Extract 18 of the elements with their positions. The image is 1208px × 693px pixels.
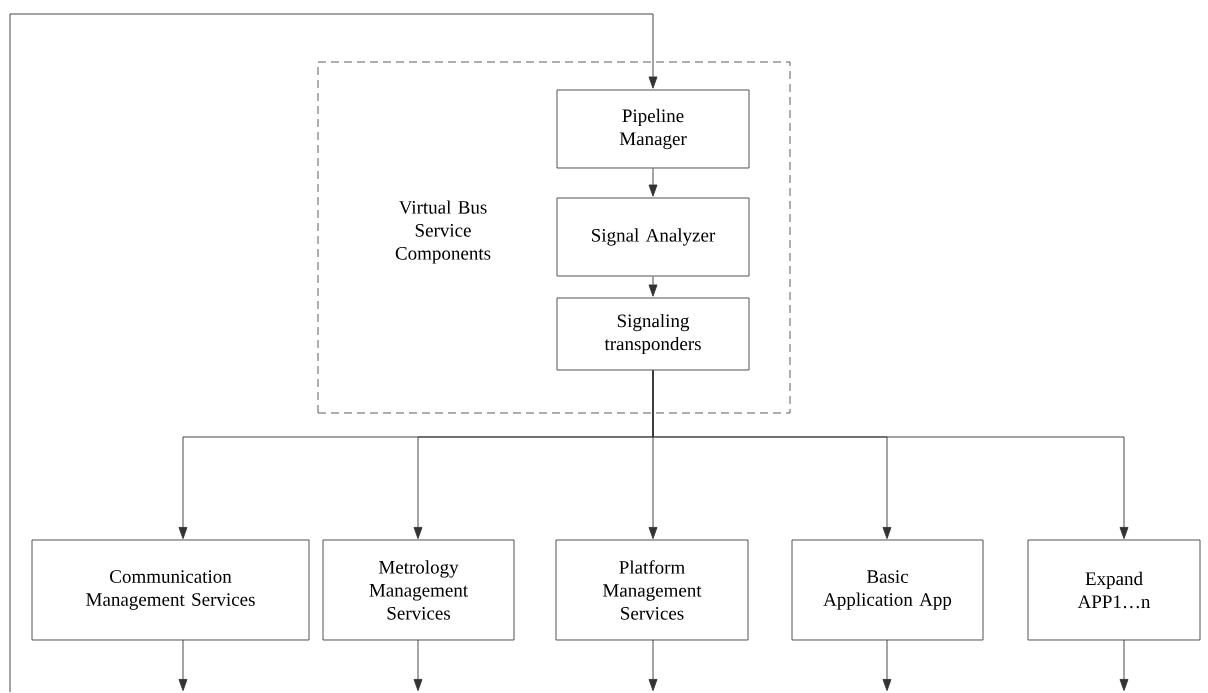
arrow — [1119, 639, 1129, 692]
process-box: Signaling transponders — [556, 297, 750, 371]
process-box: Platform Management Services — [555, 539, 749, 641]
arrow — [882, 639, 892, 692]
arrow — [648, 639, 658, 692]
process-box: Pipeline Manager — [556, 89, 750, 169]
arrow — [178, 639, 188, 692]
group-label: Virtual Bus Service Components — [395, 200, 491, 264]
process-box: Expand APP1…n — [1027, 539, 1201, 641]
arrow — [648, 168, 658, 197]
process-box: Communication Management Services — [31, 539, 310, 641]
arrow — [652, 370, 1129, 540]
process-box: Basic Application App — [791, 539, 984, 641]
arrow — [9, 13, 658, 693]
arrow — [413, 639, 423, 692]
process-box: Metrology Management Services — [322, 539, 515, 641]
arrow — [648, 276, 658, 297]
process-box: Signal Analyzer — [556, 197, 750, 277]
